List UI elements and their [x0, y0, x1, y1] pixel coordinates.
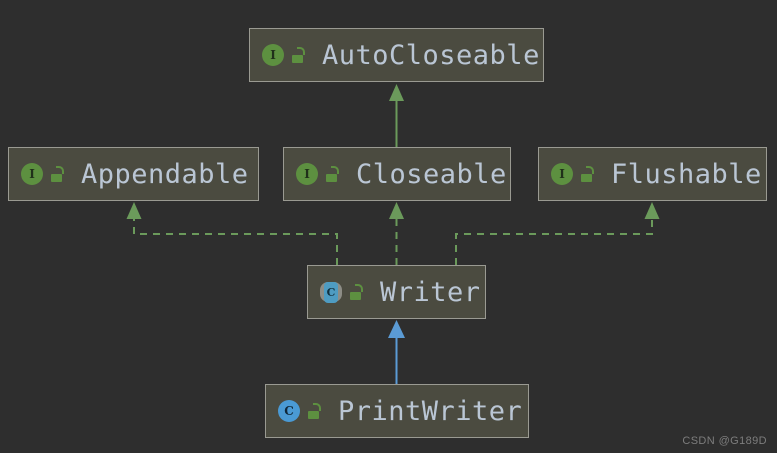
- unlocked-padlock-icon: [579, 166, 595, 182]
- node-flushable[interactable]: I Flushable: [538, 147, 767, 201]
- abstract-class-icon: C: [320, 281, 342, 303]
- node-label-printwriter: PrintWriter: [338, 395, 523, 427]
- node-label-writer: Writer: [380, 276, 481, 308]
- writer-icon-group: C: [320, 281, 364, 303]
- node-label-closeable: Closeable: [356, 158, 507, 190]
- interface-icon: I: [21, 163, 43, 185]
- closeable-icon-group: I: [296, 163, 340, 185]
- node-label-flushable: Flushable: [611, 158, 762, 190]
- edge-writer-to-appendable: [126, 202, 338, 265]
- class-icon: C: [278, 400, 300, 422]
- unlocked-padlock-icon: [49, 166, 65, 182]
- node-writer[interactable]: C Writer: [307, 265, 486, 319]
- flushable-icon-group: I: [551, 163, 595, 185]
- unlocked-padlock-icon: [306, 403, 322, 419]
- unlocked-padlock-icon: [324, 166, 340, 182]
- interface-icon: I: [551, 163, 573, 185]
- node-closeable[interactable]: I Closeable: [283, 147, 511, 201]
- abstract-class-letter: C: [324, 281, 338, 303]
- interface-icon: I: [296, 163, 318, 185]
- node-label-autocloseable: AutoCloseable: [322, 39, 540, 71]
- unlocked-padlock-icon: [290, 47, 306, 63]
- node-label-appendable: Appendable: [81, 158, 249, 190]
- watermark-text: CSDN @G189D: [682, 435, 767, 447]
- node-appendable[interactable]: I Appendable: [8, 147, 259, 201]
- edge-writer-to-flushable: [455, 202, 660, 265]
- edge-printwriter-to-writer: [388, 320, 405, 384]
- node-autocloseable[interactable]: I AutoCloseable: [249, 28, 544, 82]
- edge-writer-to-closeable: [389, 202, 404, 265]
- autocloseable-icon-group: I: [262, 44, 306, 66]
- appendable-icon-group: I: [21, 163, 65, 185]
- node-printwriter[interactable]: C PrintWriter: [265, 384, 529, 438]
- interface-icon: I: [262, 44, 284, 66]
- unlocked-padlock-icon: [348, 284, 364, 300]
- edge-closeable-to-autocloseable: [389, 84, 404, 147]
- printwriter-icon-group: C: [278, 400, 322, 422]
